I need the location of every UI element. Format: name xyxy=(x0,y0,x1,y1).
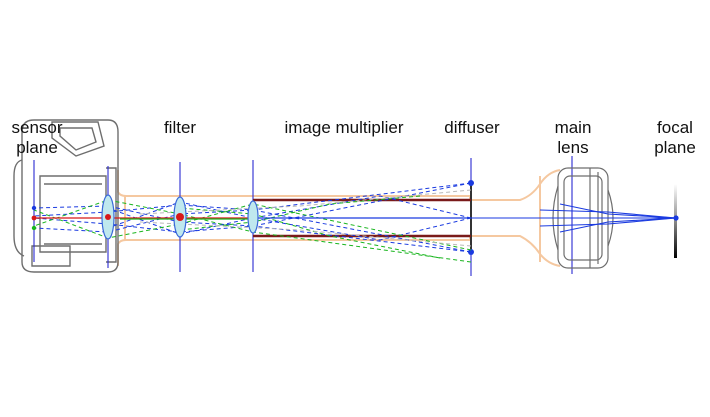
lens-elements xyxy=(101,194,259,240)
focal-point xyxy=(673,215,679,221)
main-lens-label: main lens xyxy=(546,118,600,158)
sensor-points xyxy=(31,205,37,231)
housing-upper-edge xyxy=(117,169,561,201)
camera-grip xyxy=(13,159,25,257)
sensor-plane-label-line2: plane xyxy=(16,138,58,157)
mount-ring xyxy=(106,167,117,263)
relay-red-mark xyxy=(105,214,111,220)
battery-door xyxy=(31,245,71,267)
main-lens-label-line2: lens xyxy=(557,138,589,157)
focal-plane-label: focal plane xyxy=(644,118,706,158)
focal-plane-label-line2: plane xyxy=(654,138,696,157)
main-lens-label-line1: main xyxy=(554,118,592,137)
sensor-plane-label: sensor plane xyxy=(4,118,70,158)
multiplier-lens xyxy=(247,200,259,234)
camera-outline xyxy=(21,119,119,273)
focal-plane-label-line1: focal xyxy=(657,118,693,137)
multiplier-tunnel xyxy=(253,198,471,238)
sensor-plane-label-line1: sensor xyxy=(11,118,63,137)
focal-rays xyxy=(471,203,677,233)
filter-red-mark xyxy=(176,213,184,221)
housing-lower-edge xyxy=(117,235,561,267)
filter-label: filter xyxy=(163,118,197,137)
prism-inner xyxy=(59,127,97,151)
camera-body xyxy=(13,119,119,273)
mirror-box xyxy=(39,175,107,253)
image-multiplier-label: image multiplier xyxy=(284,118,404,137)
diffuser-label: diffuser xyxy=(444,118,500,137)
focal-plane-bar xyxy=(674,184,677,258)
viewfinder-prism xyxy=(51,121,105,157)
